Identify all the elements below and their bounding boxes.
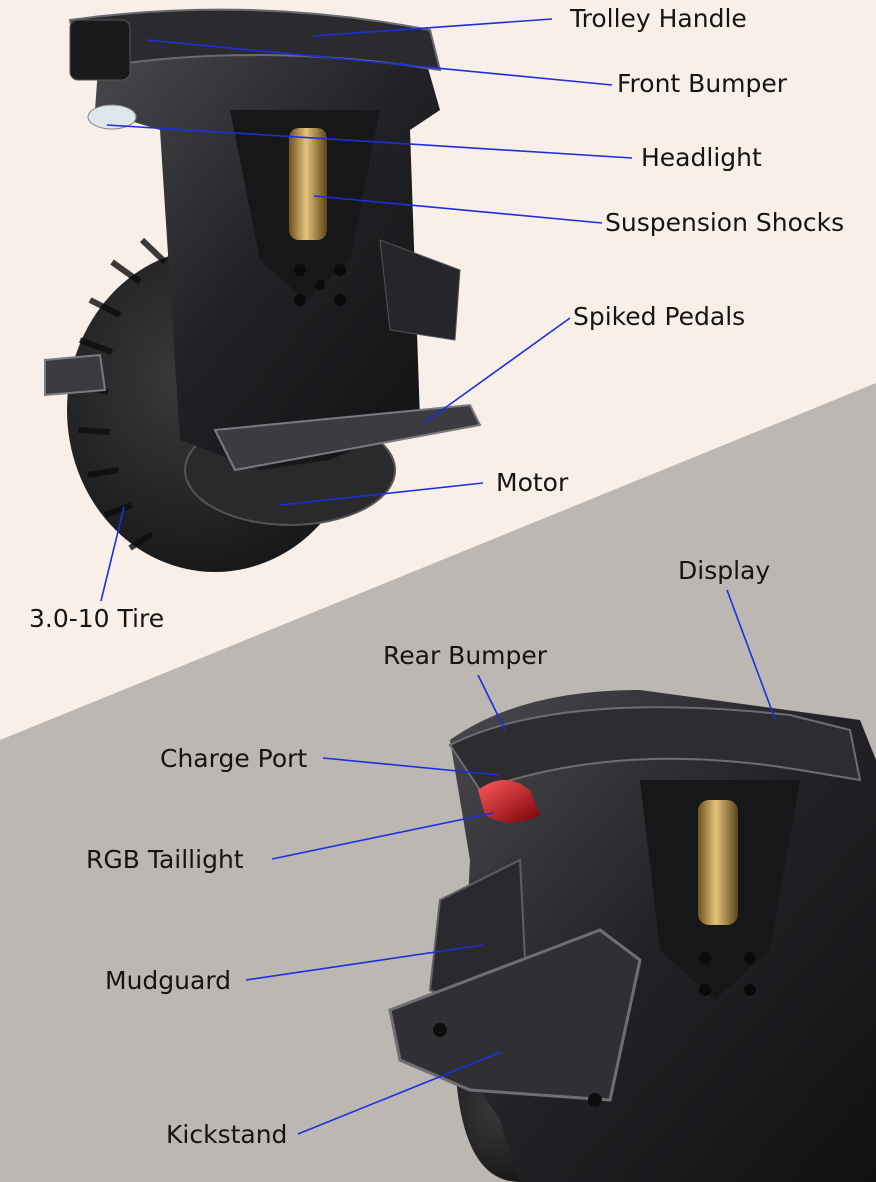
label-display: Display: [678, 556, 771, 585]
leader-tire: [100, 506, 125, 602]
front-suspension-shock: [289, 128, 327, 240]
label-rgb-taillight: RGB Taillight: [86, 845, 244, 874]
rear-shell-holes: [699, 952, 756, 996]
rgb-taillight-lens: [478, 780, 540, 823]
label-kickstand: Kickstand: [166, 1120, 288, 1149]
leader-motor: [279, 482, 484, 506]
leader-trolley-handle: [312, 18, 553, 37]
front-pedal-bracket: [379, 239, 461, 341]
leader-mudguard: [245, 944, 484, 981]
rear-suspension-shock: [698, 800, 738, 925]
leader-spiked-pedals: [423, 317, 571, 424]
leader-front-bumper: [146, 39, 613, 86]
leader-headlight: [106, 124, 633, 159]
tire-tread: [74, 237, 168, 551]
shell-holes: [294, 264, 346, 306]
label-spiked-pedals: Spiked Pedals: [573, 302, 746, 331]
rear-unicycle: [388, 690, 876, 1182]
kickstand-bolt: [588, 1093, 602, 1107]
label-front-bumper: Front Bumper: [617, 69, 788, 98]
label-trolley-handle: Trolley Handle: [570, 4, 747, 33]
kickstand-frame: [388, 928, 642, 1102]
front-top-bumper: [68, 8, 442, 72]
label-rear-bumper: Rear Bumper: [383, 641, 548, 670]
leader-display: [726, 589, 776, 720]
label-tire: 3.0-10 Tire: [29, 604, 165, 633]
leader-rgb-taillight: [271, 812, 494, 860]
label-motor: Motor: [496, 468, 569, 497]
front-pedal-left: [44, 353, 107, 397]
label-mudguard: Mudguard: [105, 966, 232, 995]
label-headlight: Headlight: [641, 143, 762, 172]
leader-suspension-shocks: [313, 195, 603, 224]
trolley-handle-grip: [69, 19, 131, 81]
label-charge-port: Charge Port: [160, 744, 308, 773]
front-unicycle: [44, 8, 482, 572]
leader-rear-bumper: [477, 674, 506, 731]
rear-top-bumper: [448, 706, 862, 792]
front-pedal-right: [213, 403, 482, 472]
label-suspension-shocks: Suspension Shocks: [605, 208, 845, 237]
leader-kickstand: [297, 1051, 502, 1135]
kickstand-bolt: [433, 1023, 447, 1037]
leader-charge-port: [322, 757, 500, 776]
headlight-lens: [87, 104, 137, 130]
